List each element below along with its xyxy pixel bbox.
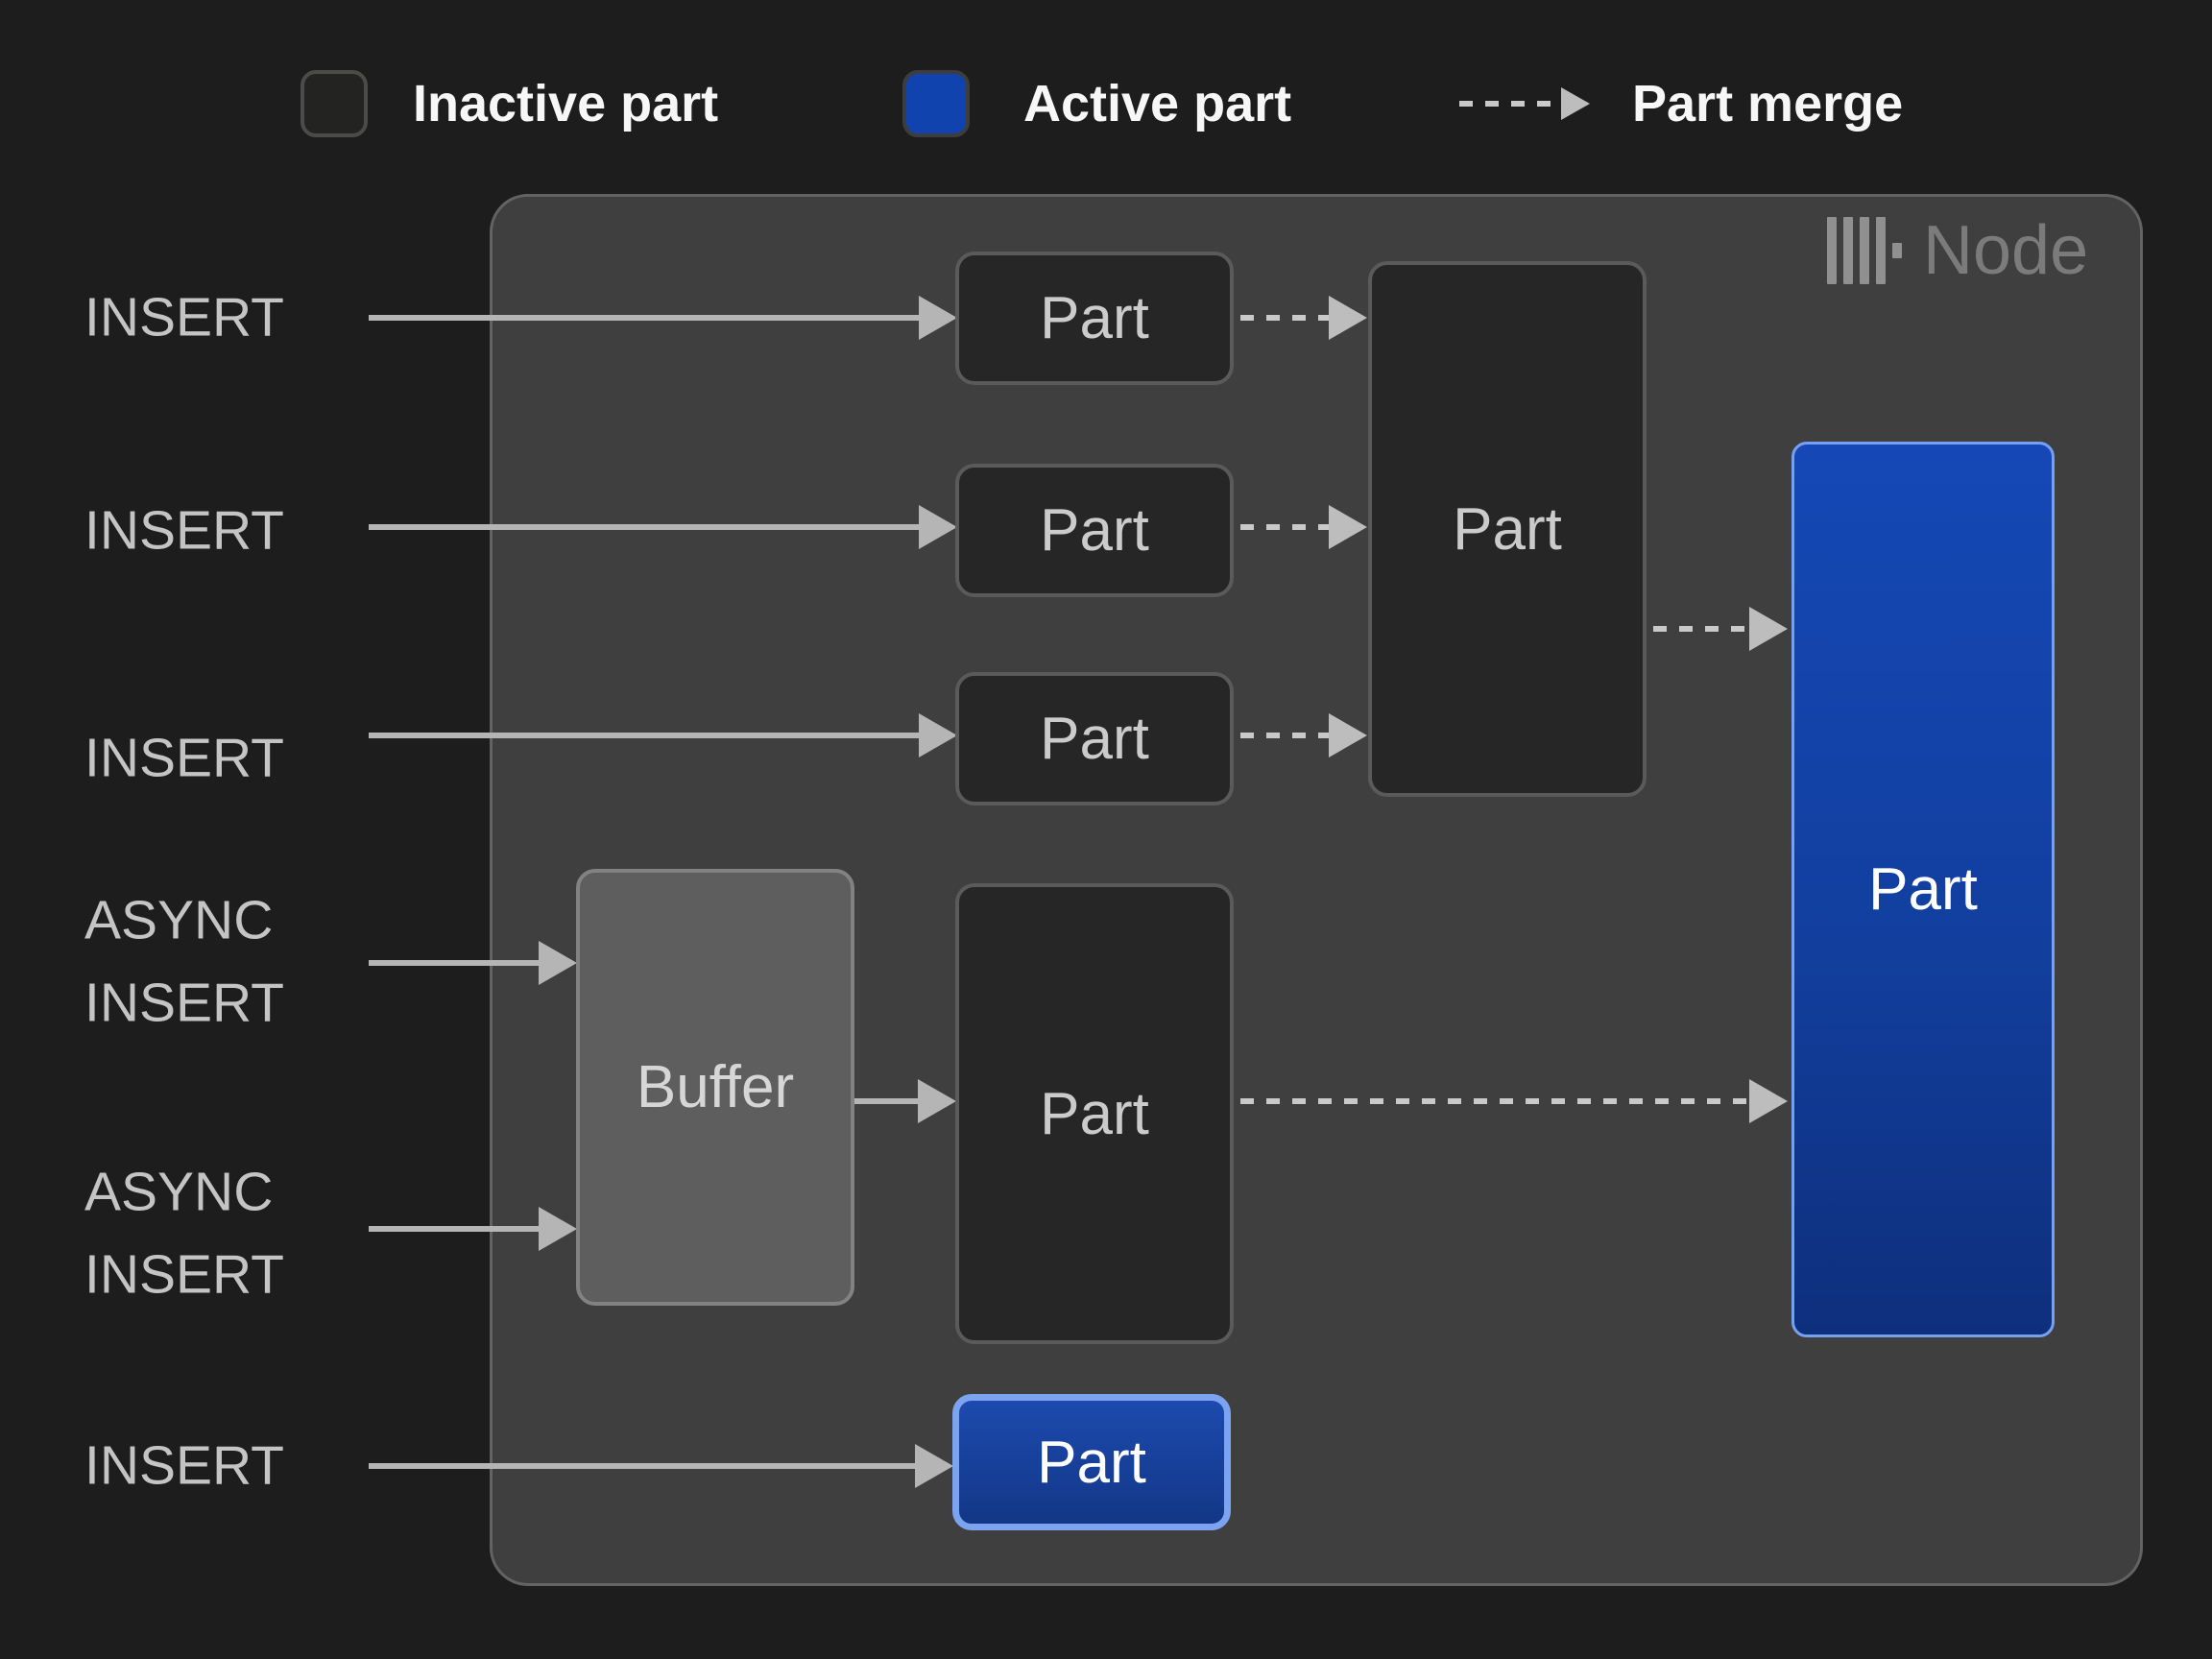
merge-part-to-active-arrowhead-icon	[1749, 607, 1788, 651]
source-label-insert-4: INSERT	[84, 1434, 284, 1497]
legend-merge-arrow-line	[1459, 101, 1559, 107]
source-label-insert-1: INSERT	[84, 286, 284, 349]
merge-result-part: Part	[1368, 261, 1647, 797]
inactive-part-3: Part	[955, 672, 1234, 805]
async-insert-2-arrowhead-icon	[539, 1207, 577, 1251]
buffer-to-part-arrow-line	[854, 1098, 922, 1104]
insert-4-arrowhead-icon	[915, 1444, 953, 1488]
active-part: Part	[1791, 442, 2055, 1337]
inactive-part-2: Part	[955, 464, 1234, 597]
source-label-async-insert-2: ASYNC INSERT	[84, 1161, 284, 1306]
legend-merge-label: Part merge	[1632, 75, 1904, 132]
part-3-merge-arrow-line	[1240, 733, 1331, 738]
node-title: Node	[1827, 212, 2089, 289]
buffer-box: Buffer	[576, 869, 854, 1306]
legend-active-label: Active part	[1023, 75, 1292, 132]
async-insert-1-arrowhead-icon	[539, 941, 577, 985]
async-part-to-active-arrow-line	[1240, 1098, 1751, 1104]
async-insert-part: Part	[955, 883, 1234, 1344]
active-part-swatch	[902, 70, 970, 137]
insert-2-arrowhead-icon	[919, 505, 957, 549]
part-2-merge-arrow-line	[1240, 524, 1331, 530]
buffer-to-part-arrowhead-icon	[918, 1079, 956, 1123]
legend-inactive-label: Inactive part	[413, 75, 719, 132]
part-1-merge-arrow-line	[1240, 315, 1331, 321]
part-1-merge-arrowhead-icon	[1329, 296, 1367, 340]
async-insert-2-arrow-line	[369, 1226, 541, 1232]
insert-3-arrow-line	[369, 733, 922, 738]
insert-1-arrow-line	[369, 315, 922, 321]
merge-part-to-active-arrow-line	[1653, 626, 1751, 632]
inactive-part-swatch	[301, 70, 368, 137]
insert-2-arrow-line	[369, 524, 922, 530]
insert-1-arrowhead-icon	[919, 296, 957, 340]
source-label-async-insert-1: ASYNC INSERT	[84, 889, 284, 1034]
inactive-part-1: Part	[955, 252, 1234, 385]
source-label-insert-2: INSERT	[84, 499, 284, 562]
bottom-active-part: Part	[952, 1394, 1231, 1530]
async-insert-1-arrow-line	[369, 960, 541, 966]
part-2-merge-arrowhead-icon	[1329, 505, 1367, 549]
node-title-label: Node	[1923, 212, 2089, 289]
part-3-merge-arrowhead-icon	[1329, 713, 1367, 757]
insert-3-arrowhead-icon	[919, 713, 957, 757]
insert-4-arrow-line	[369, 1463, 918, 1469]
clickhouse-bars-icon	[1827, 217, 1902, 284]
source-label-insert-3: INSERT	[84, 727, 284, 789]
legend-merge-arrowhead-icon	[1561, 87, 1590, 120]
async-part-to-active-arrowhead-icon	[1749, 1079, 1788, 1123]
